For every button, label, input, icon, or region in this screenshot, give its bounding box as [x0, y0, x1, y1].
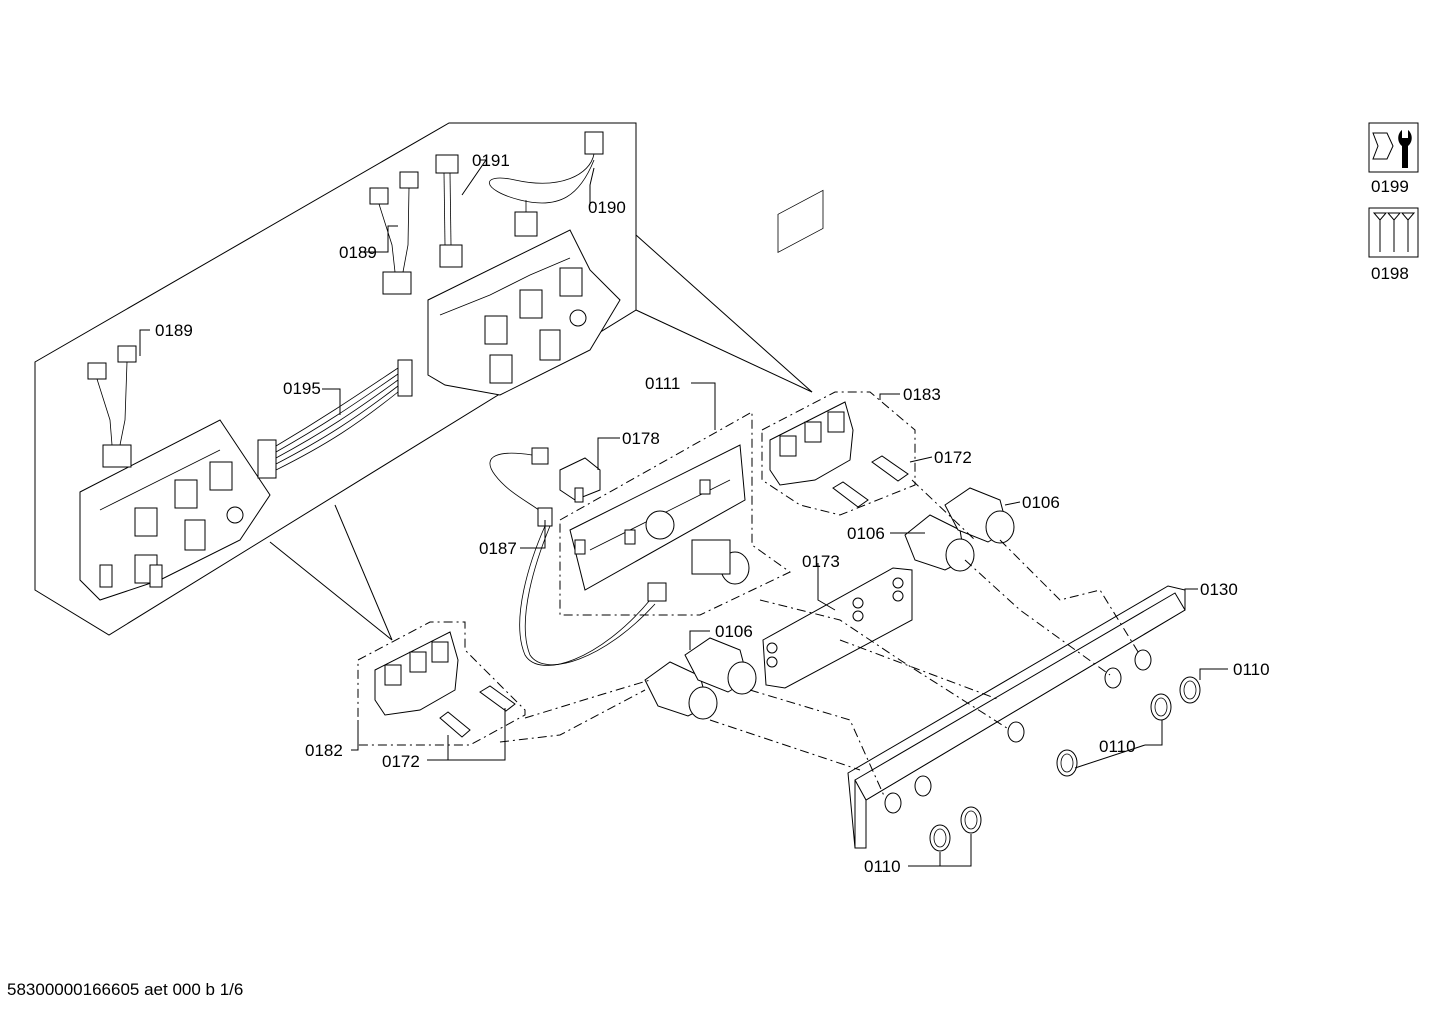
- switch-group-0183: [761, 391, 916, 516]
- electronic-module-left: [79, 419, 271, 601]
- alignment-lines: [499, 479, 1141, 799]
- electronic-module-right: [427, 229, 621, 396]
- harness-0190: [488, 131, 604, 237]
- front-panel-0130: [847, 585, 1186, 849]
- label-0190: 0190: [588, 198, 626, 217]
- label-0172-lower: 0172: [382, 752, 420, 771]
- control-board-group-0111: [559, 411, 791, 616]
- label-0182: 0182: [305, 741, 343, 760]
- label-0106-left: 0106: [715, 622, 753, 641]
- label-0130: 0130: [1200, 580, 1238, 599]
- label-0195: 0195: [283, 379, 321, 398]
- harness-0189-upper: [369, 171, 419, 295]
- label-0191: 0191: [472, 151, 510, 170]
- label-0172-upper: 0172: [934, 448, 972, 467]
- leader-lines: [139, 159, 1228, 867]
- label-0110-middle: 0110: [1099, 737, 1136, 756]
- wiring-harness-assembly-frame: [34, 122, 813, 641]
- ribbon-cable-0195: [257, 359, 413, 479]
- label-0111: 0111: [645, 374, 680, 393]
- label-0198: 0198: [1371, 264, 1409, 283]
- wrench-nut-icon: [1368, 122, 1419, 173]
- document-code: 58300000166605 aet 000 b 1/6: [7, 980, 244, 999]
- rotary-knobs-0106-upper: [904, 487, 1015, 572]
- label-0173: 0173: [802, 552, 840, 571]
- cable-0187: [489, 447, 667, 666]
- rotary-knobs-0106-lower: [644, 637, 757, 720]
- label-0178: 0178: [622, 429, 660, 448]
- label-0106-middle: 0106: [847, 524, 885, 543]
- bezel-rings-0110: [929, 676, 1201, 852]
- switch-group-0182: [357, 621, 526, 746]
- label-0187: 0187: [479, 539, 517, 558]
- label-0189-lower: 0189: [155, 321, 193, 340]
- screws-icon: [1368, 207, 1419, 258]
- label-0110-left: 0110: [864, 857, 901, 876]
- harness-0189-lower: [87, 345, 137, 468]
- label-0189-upper: 0189: [339, 243, 377, 262]
- display-board-0173: [762, 189, 913, 689]
- label-0183: 0183: [903, 385, 941, 404]
- label-0106-right: 0106: [1022, 493, 1060, 512]
- label-0199: 0199: [1371, 177, 1409, 196]
- harness-0191: [435, 154, 463, 268]
- label-0110-right: 0110: [1233, 660, 1270, 679]
